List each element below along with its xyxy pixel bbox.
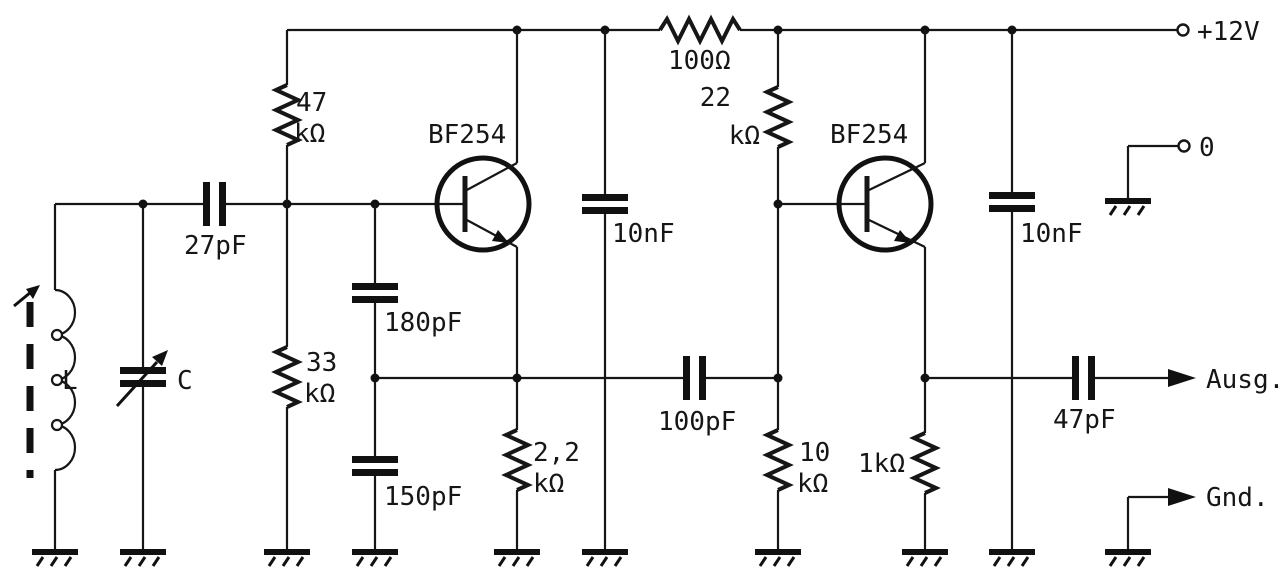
resistor-100ohm-label: 100Ω — [668, 46, 731, 76]
transistor-q1-label: BF254 — [428, 120, 506, 150]
varcap-arrow — [115, 360, 159, 408]
ground-symbol — [755, 549, 801, 567]
emitter-arrow — [894, 230, 911, 243]
variable-capacitor-C: C — [115, 204, 193, 549]
capacitor-180pf-label: 180pF — [384, 308, 462, 338]
inductor-L: L — [13, 204, 78, 549]
resistor-1k — [909, 431, 941, 495]
capacitor-27pf — [203, 182, 210, 226]
capacitor-180pf — [352, 283, 398, 290]
capacitor-100pf-label: 100pF — [658, 407, 736, 437]
capacitor-10nf-2-label: 10nF — [1020, 219, 1083, 249]
ground-symbol — [352, 549, 398, 567]
zero-terminal-label: 0 — [1199, 133, 1215, 163]
resistor-2k2-unit: kΩ — [533, 469, 564, 499]
ground-terminal-label: Gnd. — [1206, 483, 1269, 513]
ground-symbols — [32, 549, 1151, 567]
resistor-10k — [762, 428, 794, 492]
capacitor-10nf-1-label: 10nF — [612, 219, 675, 249]
ground-symbol — [1105, 549, 1151, 567]
capacitor-100pf — [683, 356, 690, 400]
resistor-2k2 — [501, 428, 533, 492]
varcap-label: C — [177, 366, 193, 396]
feedback-divider: 180pF 150pF — [352, 204, 462, 549]
resistor-47k-value: 47 — [296, 88, 327, 118]
resistor-2k2-value: 2,2 — [533, 438, 580, 468]
resistor-10k-unit: kΩ — [797, 469, 828, 499]
zero-terminal-circle — [1177, 139, 1191, 153]
resistor-10k-value: 10 — [799, 438, 830, 468]
capacitor-150pf — [352, 456, 398, 463]
emitter-arrow — [492, 230, 509, 243]
capacitor-150pf-label: 150pF — [384, 482, 462, 512]
transistor-q2-label: BF254 — [830, 120, 908, 150]
capacitor-10nf-2 — [989, 192, 1035, 199]
resistor-22k-value: 22 — [700, 83, 731, 113]
supply-terminal-label: +12V — [1197, 17, 1260, 47]
inductor-label: L — [62, 366, 78, 396]
input-coupling: 27pF — [55, 182, 465, 261]
transistor-q1: BF254 — [428, 30, 532, 378]
resistor-22k — [762, 85, 794, 149]
transistor-q2: BF254 — [778, 30, 934, 378]
output-arrow — [1168, 369, 1196, 387]
output-terminal-label: Ausg. — [1206, 365, 1282, 395]
resistor-47k — [271, 83, 303, 147]
capacitor-10nf-1 — [582, 194, 628, 201]
ground-symbol — [989, 549, 1035, 567]
supply-terminal — [1176, 23, 1190, 37]
ground-symbol — [582, 549, 628, 567]
supply-rail: 100Ω +12V — [287, 14, 1260, 76]
resistor-1k-label: 1kΩ — [858, 449, 905, 479]
resistor-33k — [271, 345, 303, 409]
bypass-cap-2: 10nF — [989, 30, 1083, 549]
bias-divider-stage2: 22 kΩ 10 kΩ — [700, 30, 830, 549]
ground-symbol — [120, 549, 166, 567]
output-line: 47pF Ausg. — [925, 356, 1282, 435]
resistor-33k-unit: kΩ — [304, 379, 335, 409]
capacitor-47pf — [1072, 356, 1079, 400]
ground-symbol — [494, 549, 540, 567]
core-adjust-arrow — [13, 290, 32, 308]
emitter-resistor-q2: 1kΩ — [858, 373, 941, 549]
zero-terminal: 0 — [1105, 133, 1215, 216]
ground-arrow — [1168, 488, 1196, 506]
ground-terminal: Gnd. — [1126, 483, 1269, 549]
resistor-33k-value: 33 — [306, 348, 337, 378]
interstage-coupling: 100pF — [370, 356, 783, 437]
resistor-22k-unit: kΩ — [729, 121, 760, 151]
bias-divider-stage1: 47 kΩ 33 kΩ — [271, 30, 337, 549]
ground-symbol — [264, 549, 310, 567]
resistor-47k-unit: kΩ — [294, 119, 325, 149]
capacitor-27pf-label: 27pF — [184, 231, 247, 261]
ground-symbol — [32, 549, 78, 567]
ground-symbol — [902, 549, 948, 567]
emitter-resistor-q1: 2,2 kΩ — [501, 378, 580, 549]
resistor-100ohm — [658, 14, 742, 46]
bypass-cap-1: 10nF — [582, 30, 675, 549]
capacitor-47pf-label: 47pF — [1053, 405, 1116, 435]
